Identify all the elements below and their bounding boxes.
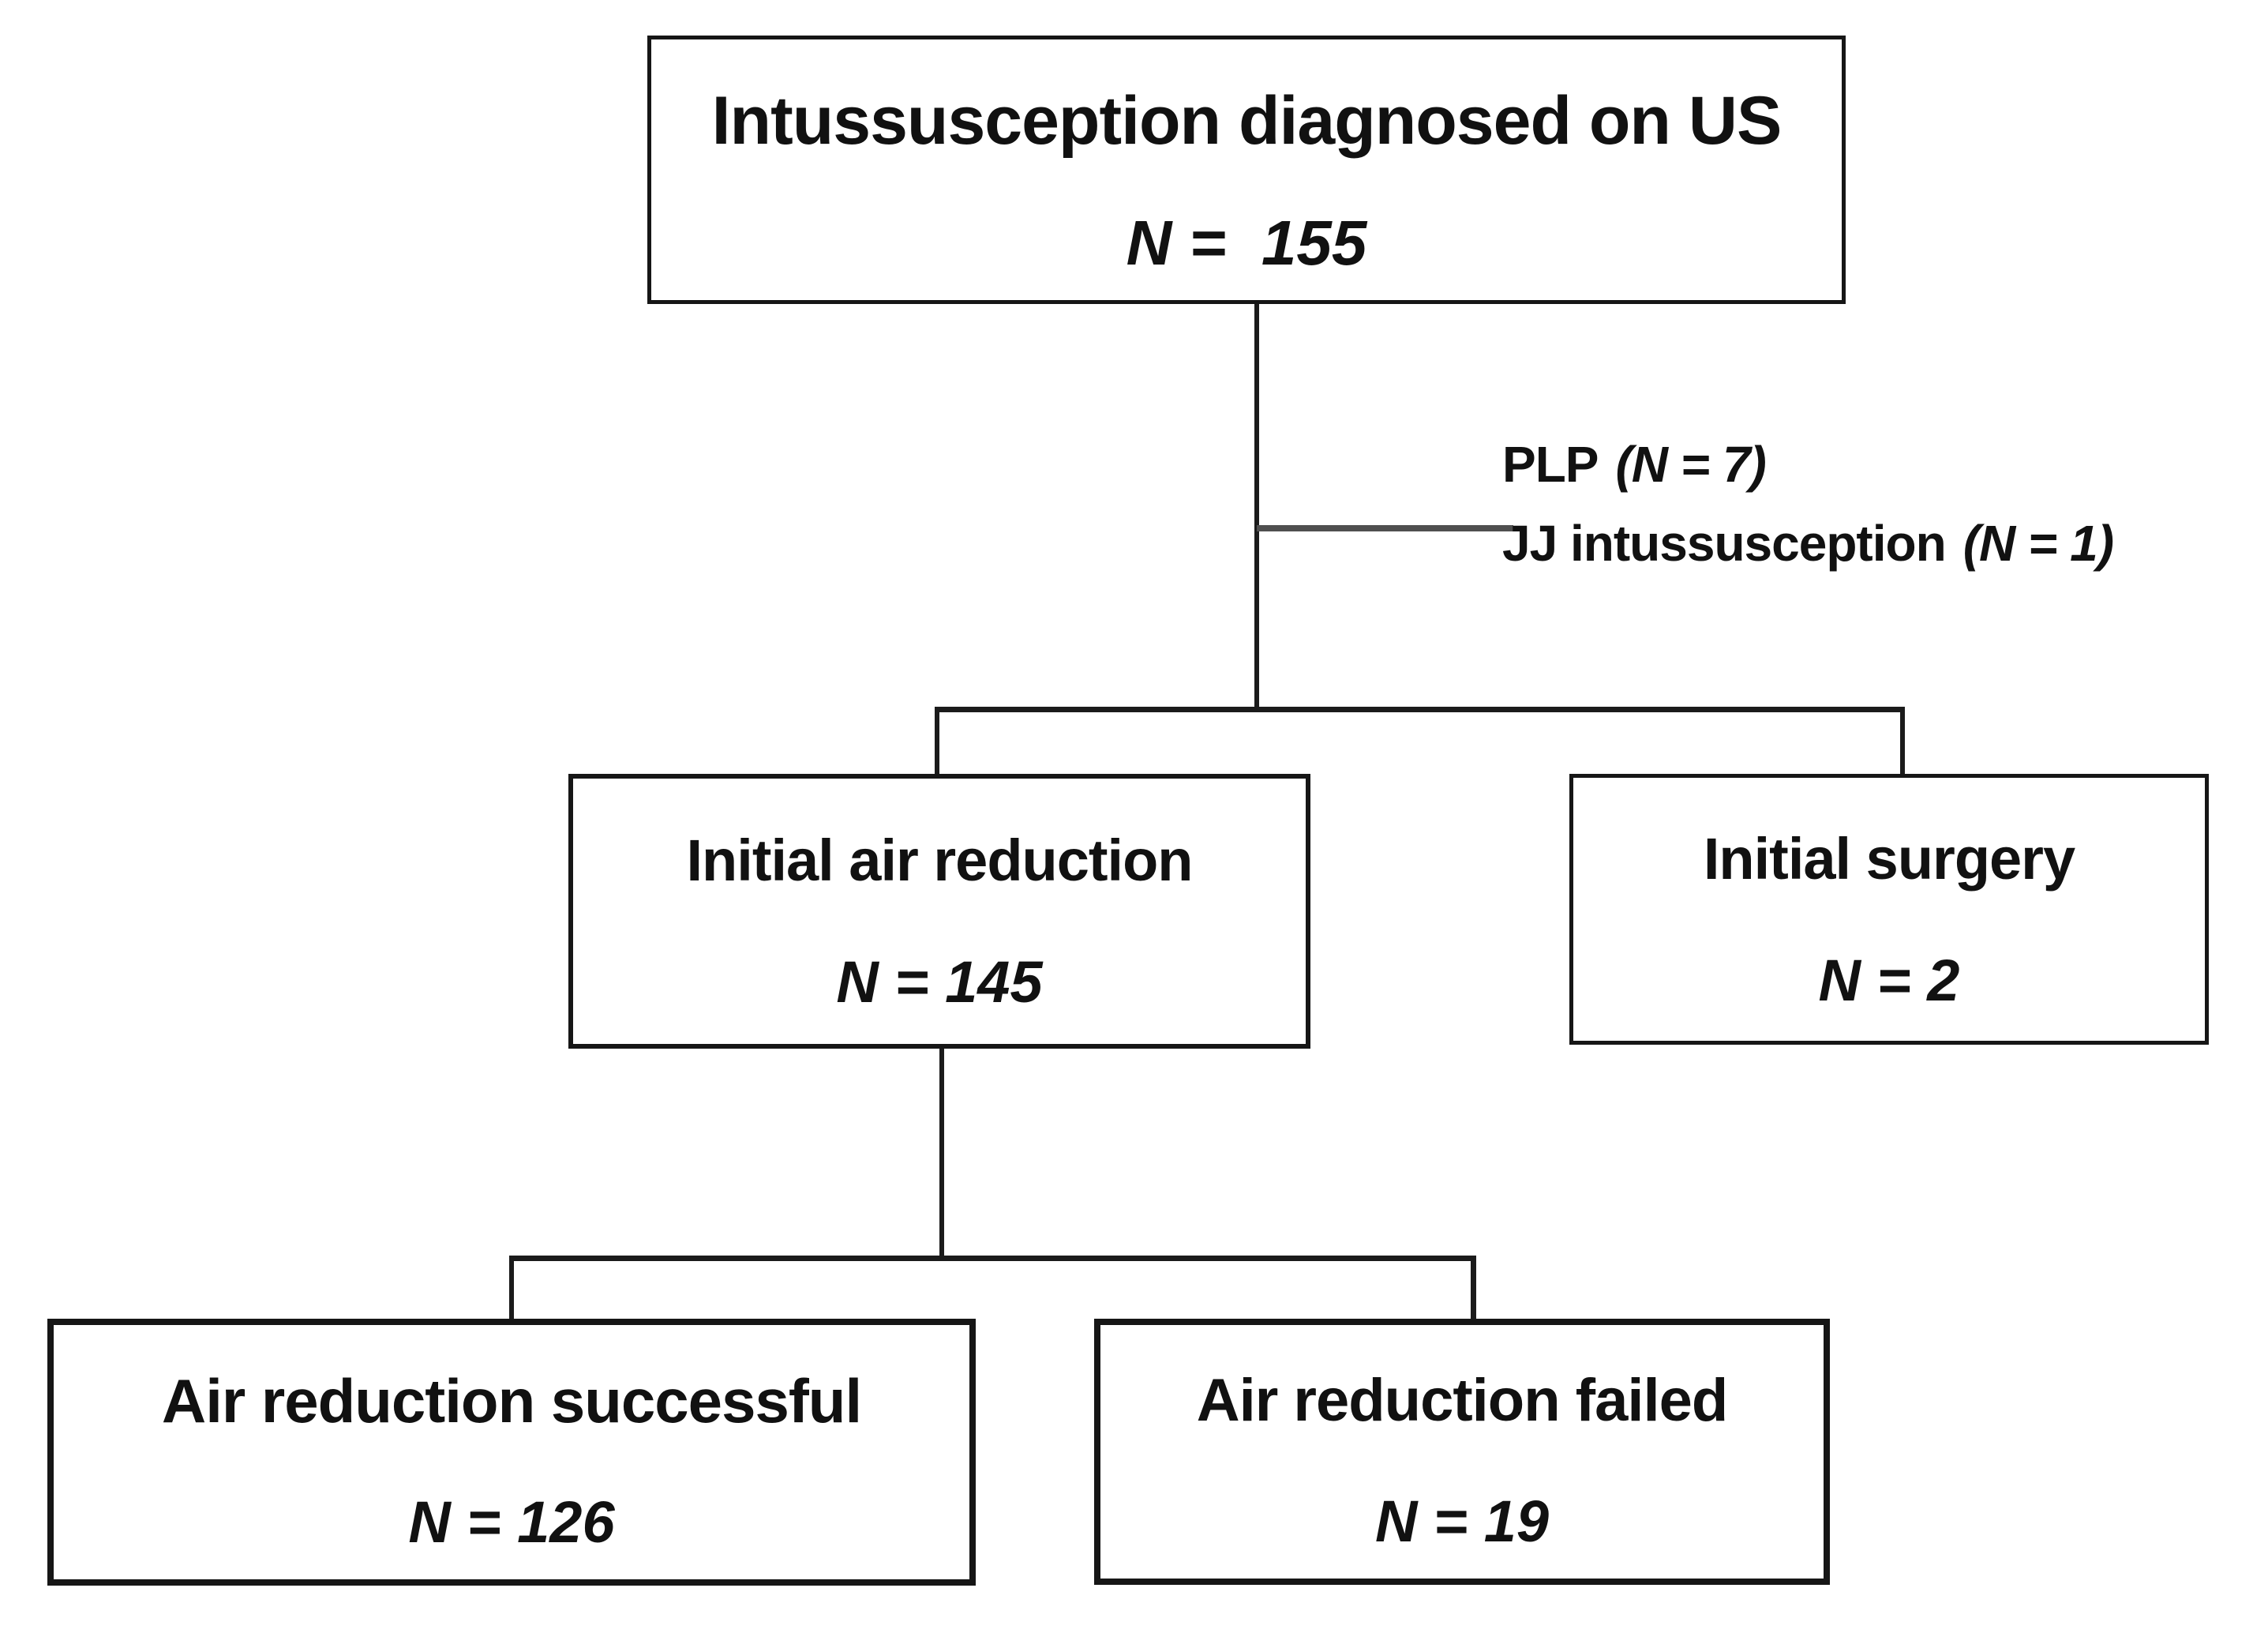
exclusion-labels: PLP (N = 7) JJ intussusception (N = 1)	[1502, 439, 2114, 572]
exclusion-plp-count: (N = 7)	[1615, 436, 1766, 493]
node-initial-air-reduction-count: N = 145	[836, 949, 1043, 1015]
exclusion-jj-count: (N = 1)	[1962, 515, 2114, 572]
exclusion-plp-label: PLP	[1502, 436, 1599, 493]
connector-drop-failed	[1471, 1256, 1476, 1322]
node-initial-surgery: Initial surgery N = 2	[1569, 774, 2209, 1045]
exclusion-jj-label: JJ intussusception	[1502, 515, 1947, 572]
node-air-reduction-successful: Air reduction successful N = 126	[47, 1319, 976, 1586]
node-us-diagnosis: Intussusception diagnosed on US N = 155	[647, 36, 1846, 304]
connector-drop-surgery	[1900, 707, 1905, 778]
exclusion-plp: PLP (N = 7)	[1502, 439, 2113, 490]
connector-exclusion-tick	[1257, 525, 1513, 531]
node-air-reduction-failed: Air reduction failed N = 19	[1094, 1319, 1830, 1585]
connector-drop-successful	[509, 1256, 514, 1322]
node-initial-surgery-count: N = 2	[1818, 947, 1960, 1013]
exclusion-jj: JJ intussusception (N = 1)	[1502, 515, 2114, 572]
node-initial-surgery-title: Initial surgery	[1703, 825, 2075, 892]
node-us-diagnosis-title: Intussusception diagnosed on US	[711, 83, 1783, 159]
node-air-reduction-successful-count: N = 126	[408, 1489, 615, 1555]
node-air-reduction-failed-title: Air reduction failed	[1196, 1366, 1729, 1434]
connector-level2-horizontal	[935, 707, 1905, 712]
node-initial-air-reduction: Initial air reduction N = 145	[568, 774, 1310, 1049]
connector-air-vertical	[939, 1049, 944, 1259]
connector-level3-horizontal	[509, 1256, 1476, 1261]
node-us-diagnosis-count: N = 155	[1126, 208, 1367, 278]
connector-drop-air-reduction	[935, 707, 939, 778]
node-initial-air-reduction-title: Initial air reduction	[686, 828, 1194, 893]
node-air-reduction-failed-count: N = 19	[1374, 1488, 1550, 1554]
connector-us-vertical	[1254, 304, 1259, 709]
node-air-reduction-successful-title: Air reduction successful	[161, 1366, 862, 1436]
